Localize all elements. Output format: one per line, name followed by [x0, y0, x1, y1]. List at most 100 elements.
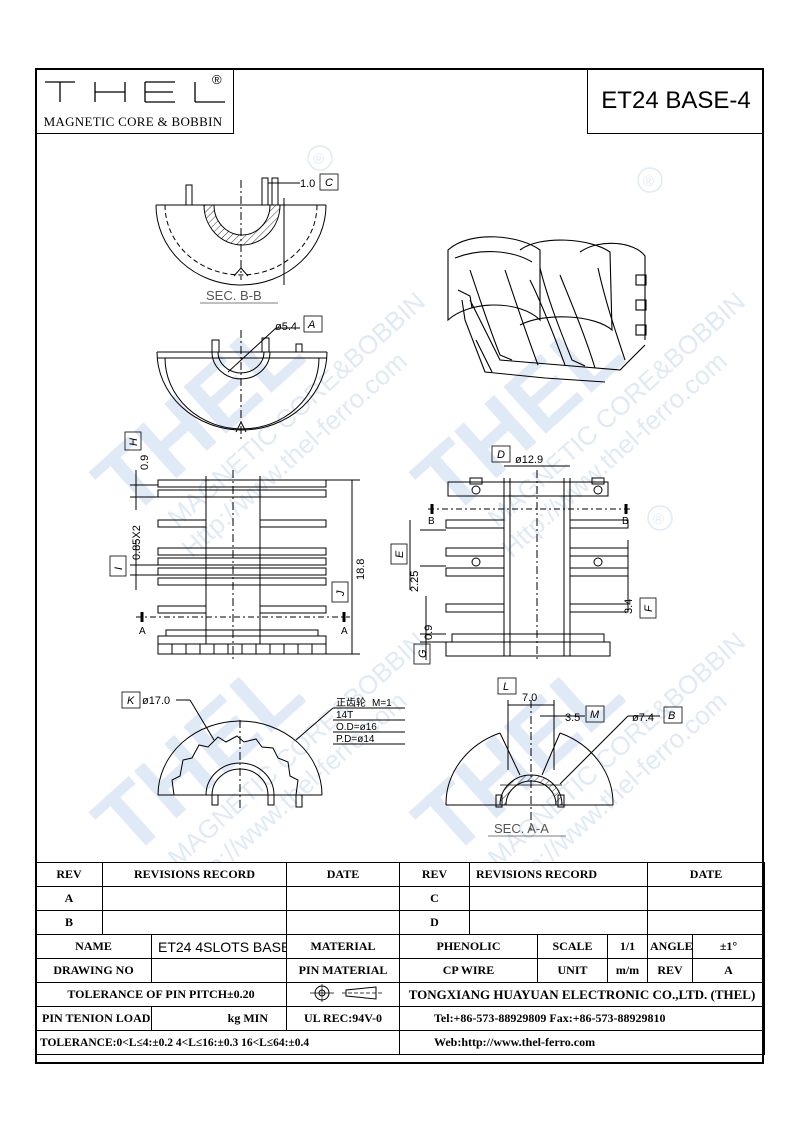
rev-a-date [286, 886, 400, 911]
rev-d-record [469, 910, 648, 935]
angle-value: ±1° [691, 934, 766, 959]
rev-d-date [646, 910, 766, 935]
rev-b-record [102, 910, 287, 935]
logo-block: MAGNETIC CORE & BOBBIN [35, 68, 234, 134]
ref-a: A [307, 319, 315, 331]
pin-material-label: PIN MATERIAL [286, 958, 400, 983]
section-aa-label: SEC. A-A [494, 821, 549, 836]
section-bb-view: 1.0 C SEC. B-B [155, 173, 339, 304]
dim-12-9: ø12.9 [515, 454, 543, 466]
dim-1-0: 1.0 [300, 178, 315, 190]
rev-c-record [469, 886, 648, 911]
ref-k: K [127, 695, 135, 707]
date-header-left: DATE [286, 862, 400, 887]
rev-c: C [399, 886, 470, 911]
watermark-reg: ® [653, 511, 664, 528]
date-header-right: DATE [646, 862, 766, 887]
drawing-title: ET24 BASE-4 [587, 68, 764, 134]
section-mark-b-right: B [622, 516, 629, 527]
dim-7-4: ø7.4 [632, 712, 654, 724]
dim-7-0: 7.0 [522, 692, 537, 704]
revisions-record-header-left: REVISIONS RECORD [102, 862, 287, 887]
company-name: TONGXIANG HUAYUAN ELECTRONIC CO.,LTD. (T… [398, 982, 766, 1007]
scale-label: SCALE [537, 934, 608, 959]
ref-e: E [394, 550, 406, 558]
section-aa-view: 7.0 L 3.5 M ø7.4 B SEC. A-A [445, 677, 683, 837]
rev-value: A [691, 958, 766, 983]
gear-pd: P.D=ø14 [336, 734, 375, 745]
gear-module: M=1 [372, 698, 392, 709]
rev-a: A [35, 886, 103, 911]
name-value: ET24 4SLOTS BASE [151, 934, 287, 959]
contact-web: Web:http://www.thel-ferro.com [398, 1030, 766, 1055]
section-mark-a-right: A [341, 626, 348, 637]
ref-i: I [113, 567, 125, 570]
gear-teeth: 14T [336, 710, 353, 721]
rev-header-left: REV [35, 862, 103, 887]
ref-j: J [335, 590, 347, 597]
ref-g: G [417, 649, 429, 658]
section-bb-label: SEC. B-B [206, 288, 262, 303]
pin-tension-unit: kg MIN [151, 1006, 287, 1031]
ref-c: C [325, 177, 333, 189]
registered-mark: ® [212, 72, 222, 87]
material-label: MATERIAL [286, 934, 400, 959]
tolerance-pin-pitch: TOLERANCE OF PIN PITCH±0.20 [35, 982, 287, 1007]
logo-tagline: MAGNETIC CORE & BOBBIN [43, 114, 223, 129]
dim-5-4: ø5.4 [275, 321, 297, 333]
unit-label: UNIT [537, 958, 608, 983]
general-tolerance: TOLERANCE:0<L≤4:±0.2 4<L≤16:±0.3 16<L≤64… [35, 1030, 400, 1055]
watermark-reg: ® [643, 173, 654, 190]
ref-b: B [668, 710, 675, 722]
dim-17-0: ø17.0 [142, 695, 170, 707]
isometric-view [447, 236, 647, 383]
projection-symbol [286, 982, 400, 1007]
watermark-reg: ® [313, 151, 324, 168]
drawing-no-label: DRAWING NO [35, 958, 152, 983]
drawing-no-value [151, 958, 287, 983]
dim-3-5: 3.5 [565, 712, 580, 724]
title-block: REV REVISIONS RECORD DATE REV REVISIONS … [35, 862, 766, 1055]
dim-0-85x2: 0.85X2 [131, 525, 143, 560]
front-view: 0.9 H 0.85X2 I 18.8 J A A [109, 431, 367, 660]
gear-od: O.D=ø16 [336, 722, 377, 733]
ref-m: M [590, 709, 600, 721]
rev-b-date [286, 910, 400, 935]
pin-material-value: CP WIRE [399, 958, 538, 983]
ref-l: L [503, 681, 509, 693]
ref-d: D [497, 449, 505, 461]
dim-2-25: 2.25 [409, 571, 421, 592]
first-angle-projection-icon [310, 983, 382, 1002]
name-label: NAME [35, 934, 152, 959]
rev-a-record [102, 886, 287, 911]
technical-drawing: THEL MAGNETIC CORE&BOBBIN Http://www.the… [75, 145, 751, 862]
rev-header-right: REV [399, 862, 470, 887]
unit-value: m/m [607, 958, 648, 983]
watermark: THEL MAGNETIC CORE&BOBBIN Http://www.the… [75, 145, 751, 862]
dim-3-4: 3.4 [623, 599, 635, 614]
rev-label: REV [647, 958, 693, 983]
rev-c-date [646, 886, 766, 911]
dim-0-9-top: 0.9 [139, 455, 151, 470]
rev-b: B [35, 910, 103, 935]
side-view: ø12.9 D 2.25 E 3.4 F 0.9 G B B [390, 445, 657, 665]
gear-view: K ø17.0 正齿轮 M=1 14T O.D=ø16 P.D=ø14 [121, 691, 405, 810]
angle-label: ANGLE [647, 934, 693, 959]
drawing-frame [35, 68, 764, 1064]
thel-logo [45, 81, 225, 103]
rev-d: D [399, 910, 470, 935]
scale-value: 1/1 [607, 934, 648, 959]
revisions-record-header-right: REVISIONS RECORD [469, 862, 648, 887]
ul-rec: UL REC:94V-0 [286, 1006, 400, 1031]
contact-tel-fax: Tel:+86-573-88929809 Fax:+86-573-8892981… [398, 1006, 766, 1031]
pin-tension-label: PIN TENION LOAD [35, 1006, 152, 1031]
ref-h: H [128, 438, 140, 446]
ref-f: F [643, 604, 655, 612]
dim-0-9-bot: 0.9 [423, 625, 435, 640]
material-value: PHENOLIC [399, 934, 538, 959]
dim-18-8: 18.8 [355, 559, 367, 580]
top-half-view: ø5.4 A [156, 315, 328, 440]
section-mark-b-left: B [428, 516, 435, 527]
gear-title: 正齿轮 [336, 696, 366, 709]
section-mark-a-left: A [139, 626, 146, 637]
